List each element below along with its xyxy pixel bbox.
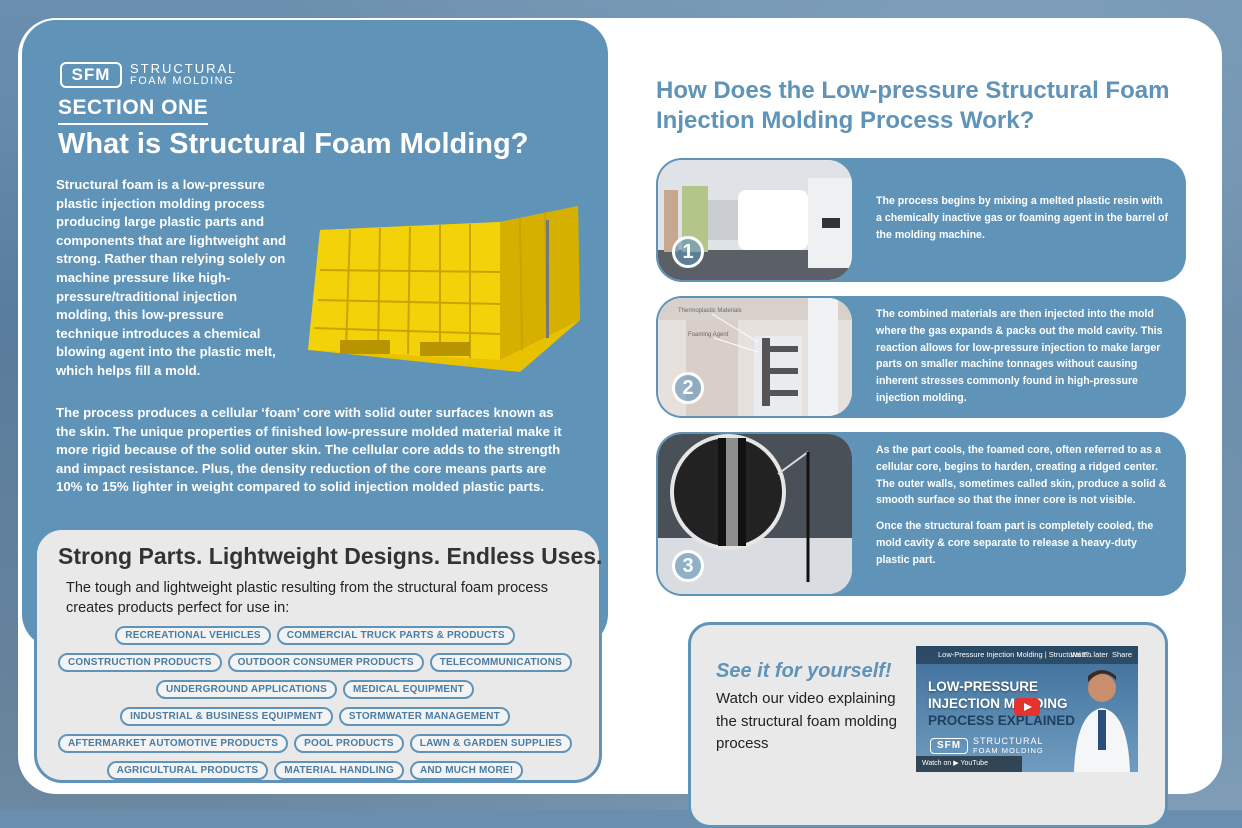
use-tag: LAWN & GARDEN SUPPLIES [409, 734, 572, 753]
share-label[interactable]: Share [1111, 650, 1132, 659]
play-button-icon[interactable] [1014, 698, 1040, 716]
watch-later-label[interactable]: Watch later [1070, 650, 1108, 659]
use-tag: POOL PRODUCTS [294, 734, 404, 753]
thumb-logo-line2: FOAM MOLDING [973, 746, 1044, 755]
thumb-line1: LOW-PRESSURE [928, 679, 1038, 694]
use-tag: RECREATIONAL VEHICLES [115, 626, 271, 645]
injection-barrel-illustration [658, 160, 852, 280]
thumbnail-headline: LOW-PRESSURE INJECTION MOLDING PROCESS E… [928, 678, 1075, 729]
step-3-text: As the part cools, the foamed core, ofte… [876, 442, 1168, 569]
step-2-number: 2 [672, 372, 704, 404]
logo-line2: FOAM MOLDING [130, 75, 235, 87]
step-1-number: 1 [672, 236, 704, 268]
intro-paragraph: Structural foam is a low-pressure plasti… [56, 177, 287, 378]
step-1-image: 1 [658, 160, 852, 280]
thermoplastic-label: Thermoplastic Materials [678, 308, 742, 314]
thumb-logo-mark: SFM [930, 737, 968, 754]
step-2-text: The combined materials are then injected… [876, 308, 1163, 404]
use-tag: CONSTRUCTION PRODUCTS [57, 653, 222, 672]
thumb-logo-text: STRUCTURAL FOAM MOLDING [973, 736, 1044, 755]
process-step-3: 3 As the part cools, the foamed core, of… [656, 432, 1186, 596]
use-tag: AGRICULTURAL PRODUCTS [106, 761, 269, 780]
use-tag: AND MUCH MORE! [409, 761, 524, 780]
process-step-2: Thermoplastic Materials Foaming Agent 2 … [656, 296, 1186, 418]
watch-on-youtube[interactable]: Watch on ▶ YouTube [916, 756, 1022, 772]
foaming-agent-label: Foaming Agent [688, 332, 729, 338]
skin-paragraph: The process produces a cellular ‘foam’ c… [56, 405, 562, 495]
uses-tag-list: RECREATIONAL VEHICLES COMMERCIAL TRUCK PA… [50, 626, 580, 780]
video-title: Low-Pressure Injection Molding | Structu… [938, 650, 1093, 659]
step-2-image: Thermoplastic Materials Foaming Agent 2 [658, 298, 852, 416]
video-thumbnail[interactable]: Low-Pressure Injection Molding | Structu… [916, 646, 1138, 772]
process-title: How Does the Low-pressure Structural Foa… [656, 77, 1170, 134]
use-tag: MEDICAL EQUIPMENT [342, 680, 474, 699]
use-tag: AFTERMARKET AUTOMOTIVE PRODUCTS [58, 734, 289, 753]
page-title: What is Structural Foam Molding? [58, 128, 529, 160]
yellow-crate-image [308, 206, 580, 372]
step-3-number: 3 [672, 550, 704, 582]
thumb-logo-line1: STRUCTURAL [973, 736, 1044, 746]
use-tag: STORMWATER MANAGEMENT [338, 707, 510, 726]
video-heading: See it for yourself! [716, 660, 892, 682]
step-3-image: 3 [658, 434, 852, 594]
step-3-text-p1: As the part cools, the foamed core, ofte… [876, 444, 1167, 507]
use-tag: INDUSTRIAL & BUSINESS EQUIPMENT [120, 707, 333, 726]
section-label: SECTION ONE [58, 96, 209, 125]
logo-mark: SFM [60, 62, 122, 88]
use-tag: MATERIAL HANDLING [274, 761, 404, 780]
presenter-image [1074, 670, 1130, 772]
sfm-logo: SFM STRUCTURAL FOAM MOLDING [60, 62, 237, 88]
video-description: Watch our video explaining the structura… [716, 690, 897, 752]
step-1-text: The process begins by mixing a melted pl… [876, 195, 1169, 241]
use-tag: OUTDOOR CONSUMER PRODUCTS [227, 653, 424, 672]
use-tag: TELECOMMUNICATIONS [429, 653, 573, 672]
logo-line1: STRUCTURAL [130, 61, 238, 76]
uses-description: The tough and lightweight plastic result… [66, 580, 548, 616]
thumbnail-logo: SFM STRUCTURAL FOAM MOLDING [930, 736, 1044, 755]
logo-text: STRUCTURAL FOAM MOLDING [130, 62, 237, 88]
thumb-line2: INJECTION MOLDING [928, 696, 1068, 711]
cooling-core-illustration [658, 434, 852, 594]
thumb-line3: PROCESS EXPLAINED [928, 713, 1076, 728]
uses-title: Strong Parts. Lightweight Designs. Endle… [58, 543, 603, 569]
process-step-1: 1 The process begins by mixing a melted … [656, 158, 1186, 282]
use-tag: COMMERCIAL TRUCK PARTS & PRODUCTS [276, 626, 515, 645]
step-3-text-p2: Once the structural foam part is complet… [876, 520, 1154, 566]
video-title-bar: Low-Pressure Injection Molding | Structu… [916, 646, 1138, 664]
use-tag: UNDERGROUND APPLICATIONS [156, 680, 337, 699]
